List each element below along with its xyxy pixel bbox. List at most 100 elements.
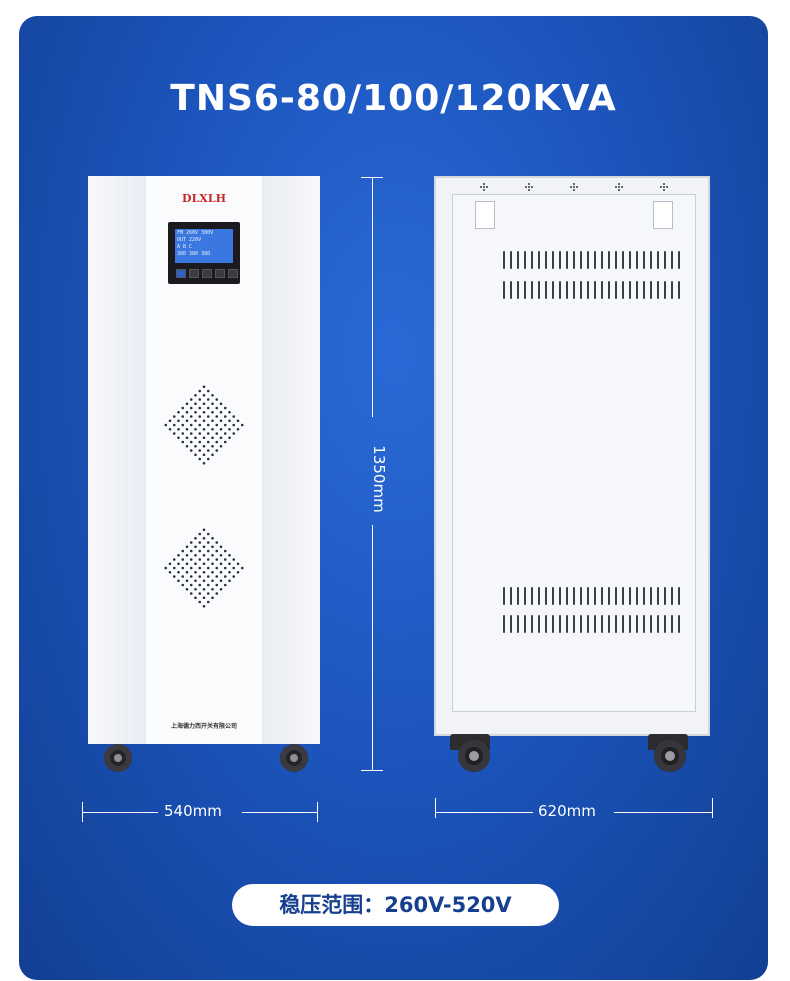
- vent-hole: [185, 570, 189, 574]
- vent-hole: [181, 549, 185, 553]
- vent-hole: [215, 398, 219, 401]
- vent-hole: [185, 410, 189, 414]
- vent-hole: [202, 444, 206, 448]
- top-vent-cluster: [480, 183, 488, 191]
- vent-hole: [202, 410, 206, 414]
- vent-hole: [202, 461, 206, 465]
- control-button: [176, 269, 186, 278]
- vent-hole: [181, 566, 185, 570]
- company-label: 上海德力西开关有限公司: [170, 723, 237, 730]
- vent-hole: [206, 423, 210, 427]
- vent-hole: [194, 587, 197, 591]
- vent-hole: [168, 419, 172, 423]
- vent-hole: [211, 402, 214, 406]
- vent-hole: [206, 432, 210, 435]
- vent-hole: [223, 549, 227, 553]
- side-cabinet: [434, 176, 710, 736]
- vent-hole: [202, 419, 206, 423]
- vent-slot: [664, 281, 666, 299]
- vent-hole: [666, 186, 668, 188]
- vent-slot: [608, 587, 610, 605]
- vent-hole: [189, 423, 193, 427]
- vent-hole: [202, 385, 206, 389]
- front-width-tick-right: [317, 802, 318, 822]
- vent-hole: [206, 575, 210, 578]
- vent-hole: [223, 440, 227, 444]
- vent-slot: [650, 251, 652, 269]
- vent-hole: [228, 436, 231, 440]
- vent-hole: [189, 583, 193, 587]
- vent-hole: [206, 600, 210, 604]
- vent-hole: [232, 415, 236, 418]
- vent-hole: [177, 419, 180, 423]
- vent-slot: [643, 615, 645, 633]
- vent-hole: [198, 532, 202, 536]
- vent-hole: [172, 423, 176, 427]
- vent-hole: [232, 423, 236, 427]
- vent-hole: [194, 545, 197, 549]
- vent-slot: [594, 587, 596, 605]
- door-latch-left: [475, 201, 495, 229]
- vent-slot: [580, 251, 582, 269]
- vent-hole: [189, 415, 193, 418]
- vent-hole: [228, 419, 231, 423]
- vent-slot: [678, 281, 680, 299]
- vent-slot: [587, 587, 589, 605]
- vent-hole: [211, 444, 214, 448]
- vent-hole: [181, 575, 185, 578]
- ventilation-grille-upper: [164, 385, 244, 465]
- vent-hole: [198, 583, 202, 587]
- vent-hole: [189, 398, 193, 401]
- vent-slot: [531, 251, 533, 269]
- vent-hole: [618, 186, 620, 188]
- vent-hole: [202, 545, 206, 549]
- side-width-line-left: [435, 812, 533, 813]
- vent-hole: [215, 541, 219, 544]
- vent-slot: [566, 251, 568, 269]
- vent-hole: [164, 566, 168, 570]
- vent-slot: [664, 251, 666, 269]
- vent-slot: [559, 615, 561, 633]
- vent-slot: [566, 587, 568, 605]
- vent-hole: [228, 553, 231, 557]
- vent-hole: [211, 587, 214, 591]
- control-display: FM 260V 380V OUT 220V A B C 380 380 380: [168, 222, 240, 284]
- model-title: TNS6-80/100/120KVA: [170, 78, 617, 119]
- top-vent-holes: [480, 183, 668, 191]
- vent-hole: [528, 186, 530, 188]
- vent-hole: [194, 579, 197, 583]
- vent-hole: [206, 457, 210, 461]
- vent-hole: [206, 415, 210, 418]
- vent-slot: [615, 615, 617, 633]
- vent-slot: [657, 281, 659, 299]
- vent-hole: [531, 186, 533, 188]
- vent-slot: [503, 281, 505, 299]
- vent-hole: [194, 436, 197, 440]
- vent-hole: [202, 427, 206, 431]
- lcd-line: FM 260V 380V: [177, 230, 214, 236]
- vent-hole: [189, 440, 193, 444]
- vent-hole: [202, 402, 206, 406]
- vent-slot: [636, 251, 638, 269]
- vent-slot: [650, 615, 652, 633]
- height-line-upper: [372, 177, 373, 417]
- front-left-panel: [88, 176, 147, 744]
- vent-hole: [198, 406, 202, 410]
- vent-slot: [594, 281, 596, 299]
- vent-hole: [232, 558, 236, 561]
- vent-slot: [622, 615, 624, 633]
- vent-slot: [671, 587, 673, 605]
- control-button: [202, 269, 212, 278]
- vent-hole: [189, 541, 193, 544]
- front-right-panel: [261, 176, 320, 744]
- vent-hole: [194, 410, 197, 414]
- vent-hole: [202, 528, 206, 532]
- vent-hole: [219, 553, 223, 557]
- vent-hole: [223, 583, 227, 587]
- vent-hole: [194, 596, 197, 600]
- vent-hole: [219, 562, 223, 566]
- vent-slot: [622, 251, 624, 269]
- vent-slot: [503, 251, 505, 269]
- vent-hole: [206, 440, 210, 444]
- ventilation-grille-lower: [164, 528, 244, 608]
